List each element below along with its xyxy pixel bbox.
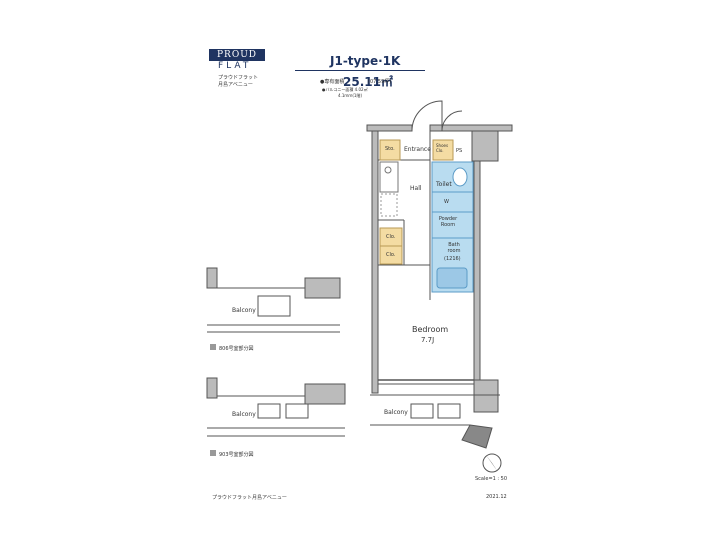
top-wall-right xyxy=(429,124,513,132)
label-shoes: Shoes Clo. xyxy=(436,143,449,153)
balcony-area-sub: 4.1ｍｍ(1階) xyxy=(338,93,363,98)
washer-space xyxy=(431,191,474,213)
plan903-unit-1 xyxy=(257,403,281,419)
entrance-door xyxy=(411,100,443,132)
label-bath: Bath room xyxy=(447,242,461,254)
scale-label: Scale=1 : 50 xyxy=(475,476,508,482)
label-clo-1: Clo. xyxy=(386,234,396,240)
label-balcony-main: Balcony xyxy=(384,409,408,416)
powder-room xyxy=(431,211,474,239)
label-powder: Powder Room xyxy=(438,216,458,228)
plan903-column xyxy=(304,383,346,405)
label-balcony-806: Balcony xyxy=(232,307,256,314)
label-toilet: Toilet xyxy=(436,181,452,188)
plan903-unit-2 xyxy=(285,403,309,419)
stove-icon xyxy=(384,166,392,174)
balcony-corner xyxy=(461,424,493,449)
top-wall-left xyxy=(366,124,413,132)
caption-903: 903号室部分図 xyxy=(219,452,254,458)
caption-bullet-1 xyxy=(210,344,216,350)
balcony-area: ●バルコニー面積 4.02㎡ xyxy=(322,87,368,92)
shoes-closet xyxy=(432,139,454,161)
label-hall: Hall xyxy=(410,185,422,192)
caption-bullet-2 xyxy=(210,450,216,456)
brand-location-jp: 月島アベニュー xyxy=(218,82,253,88)
toilet-icon xyxy=(452,167,468,187)
label-sto: Sto. xyxy=(385,146,395,152)
brand-logo: PROUD xyxy=(209,49,265,61)
label-ps: PS xyxy=(456,148,463,154)
right-wall xyxy=(473,160,481,382)
label-bedroom: Bedroom xyxy=(412,325,449,334)
caption-806: 806号室部分図 xyxy=(219,346,254,352)
compass-icon xyxy=(482,453,502,473)
compass-needle-icon xyxy=(486,455,498,472)
footer-date: 2021.12 xyxy=(486,494,507,500)
main-ac-unit-1 xyxy=(410,403,434,419)
entrance-door-leaf xyxy=(441,110,463,132)
fridge-space xyxy=(380,193,398,217)
label-bath-size: (1216) xyxy=(444,256,461,262)
area-value: 25.11㎡ xyxy=(343,75,393,89)
kitchen-counter xyxy=(379,161,399,193)
brand-name-jp: プラウドフラット xyxy=(218,75,259,81)
title-rule xyxy=(295,70,425,71)
area-label: ●専有面積 xyxy=(320,79,345,85)
storage-closet xyxy=(379,139,401,161)
label-entrance: Entrance xyxy=(404,146,431,153)
brand-logo-flat: FLAT xyxy=(218,61,252,71)
right-column-bottom xyxy=(473,379,499,413)
label-bedroom-size: 7.7J xyxy=(421,336,435,344)
label-clo-2: Clo. xyxy=(386,252,396,258)
label-w: W xyxy=(444,199,449,205)
plan-type-title: J1-type·1K xyxy=(330,54,401,68)
plan903-wall-left xyxy=(206,377,218,399)
main-ac-unit-2 xyxy=(437,403,461,419)
plan806-unit xyxy=(257,295,291,317)
bathtub-icon xyxy=(436,267,468,289)
brand-logo-top: PROUD xyxy=(216,50,257,60)
plan806-wall-left xyxy=(206,267,218,289)
footer-property-name: プラウドフラット月島アベニュー xyxy=(212,495,287,501)
closet-2 xyxy=(379,245,403,265)
left-wall xyxy=(371,130,379,394)
label-balcony-903: Balcony xyxy=(232,411,256,418)
plan806-column xyxy=(304,277,341,299)
right-column-top xyxy=(471,130,499,162)
area-tsubo: (07.59坪) xyxy=(368,79,392,85)
